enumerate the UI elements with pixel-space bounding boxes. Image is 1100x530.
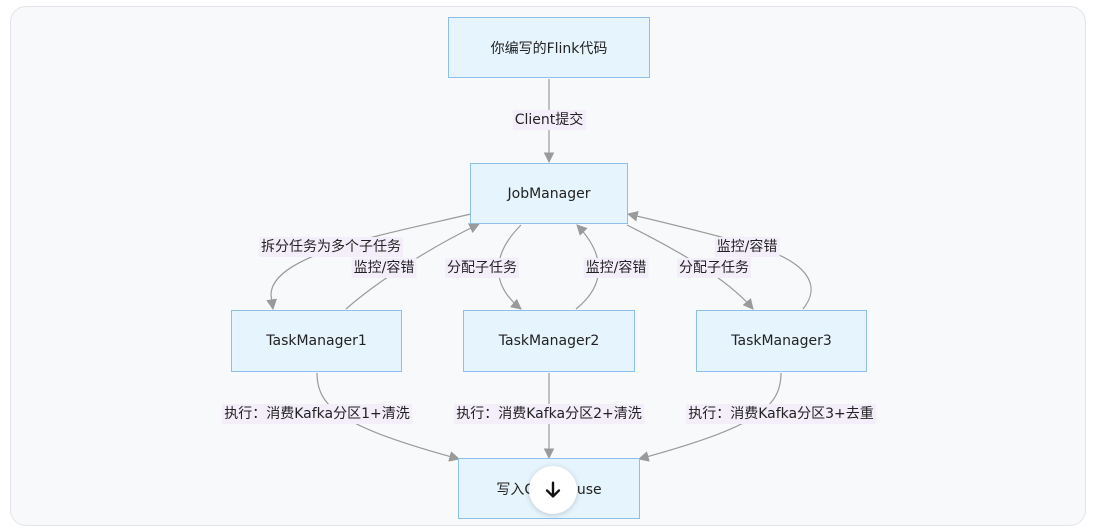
- edge-label-assign-tm2: 分配子任务: [445, 258, 519, 278]
- edge-label-split-tasks: 拆分任务为多个子任务: [259, 237, 403, 257]
- arrow-down-icon: [545, 481, 561, 498]
- node-taskmanager-3: TaskManager3: [696, 310, 867, 372]
- edge-label-monitor-tm3: 监控/容错: [714, 237, 780, 257]
- edge-label-exec-tm2: 执行：消费Kafka分区2+清洗: [454, 404, 644, 424]
- node-taskmanager-2: TaskManager2: [463, 310, 635, 372]
- scroll-down-button[interactable]: [529, 466, 577, 514]
- edge-label-client-submit: Client提交: [512, 110, 586, 130]
- edge-label-exec-tm3: 执行：消费Kafka分区3+去重: [686, 404, 876, 424]
- edge-label-assign-tm3: 分配子任务: [677, 258, 751, 278]
- node-jobmanager: JobManager: [470, 163, 628, 224]
- node-taskmanager-1: TaskManager1: [231, 310, 402, 372]
- edge-label-monitor-tm1: 监控/容错: [351, 258, 417, 278]
- node-flink-code: 你编写的Flink代码: [448, 17, 650, 78]
- edge-label-exec-tm1: 执行：消费Kafka分区1+清洗: [222, 404, 412, 424]
- edge-layer: [266, 79, 812, 462]
- diagram-canvas: 你编写的Flink代码 JobManager TaskManager1 Task…: [10, 6, 1086, 526]
- edge-label-monitor-tm2: 监控/容错: [583, 258, 649, 278]
